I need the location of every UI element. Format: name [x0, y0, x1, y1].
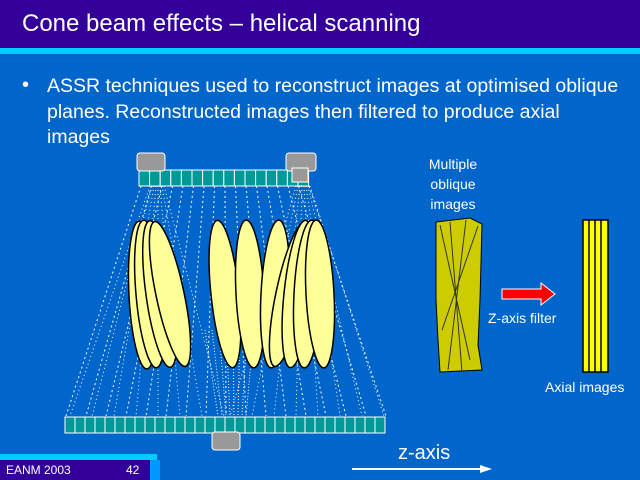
detector-cell	[364, 416, 376, 434]
ray-line	[277, 185, 327, 417]
detector-cell	[64, 416, 76, 434]
detector-cell	[114, 416, 126, 434]
z-axis-label: z-axis	[398, 442, 451, 464]
ray-line	[205, 185, 215, 417]
ray-line	[303, 185, 319, 417]
bottom-detector-array	[64, 416, 386, 434]
ray-line	[65, 185, 142, 417]
detector-cell	[164, 416, 176, 434]
x-ray-source-left	[136, 152, 166, 172]
bullet-text: ASSR techniques used to reconstruct imag…	[47, 75, 619, 148]
oblique-image-stack	[435, 217, 483, 373]
multiple-oblique-label: Multiple oblique images	[418, 154, 488, 214]
detector-cell	[194, 416, 206, 434]
detector-cell	[233, 169, 246, 187]
top-detector-array	[138, 169, 310, 187]
ray-line	[185, 185, 205, 417]
detector-cell	[149, 169, 161, 187]
x-ray-source-small	[291, 167, 309, 183]
footer-accent	[150, 460, 160, 480]
detector-cell	[184, 416, 196, 434]
detector-cell	[174, 416, 186, 434]
detector-cell	[144, 416, 156, 434]
axial-images-stack	[582, 219, 609, 373]
detector-cell	[324, 416, 336, 434]
detector-cell	[180, 169, 193, 187]
axial-images-label: Axial images	[545, 379, 625, 395]
oblique-slices	[127, 219, 336, 370]
detector-cell	[134, 416, 146, 434]
detector-cell	[154, 416, 166, 434]
detector-cell	[138, 169, 151, 187]
x-ray-source-bottom	[211, 431, 241, 451]
detector-cell	[202, 169, 214, 187]
detector-cell	[104, 416, 116, 434]
ray-line	[211, 329, 223, 417]
detector-cell	[244, 169, 257, 187]
detector-cell	[274, 416, 286, 434]
detector-cell	[264, 416, 276, 434]
z-axis-arrow	[352, 465, 492, 473]
slide-title: Cone beam effects – helical scanning	[22, 10, 421, 37]
detector-cell	[224, 416, 236, 434]
ray-line	[125, 185, 173, 417]
detector-cell	[314, 416, 326, 434]
title-bar	[0, 0, 640, 48]
detector-cell	[234, 416, 246, 434]
oblique-slice	[148, 220, 192, 368]
bullet-icon: •	[22, 74, 30, 96]
detector-cell	[284, 416, 296, 434]
detector-cell	[254, 416, 266, 434]
ray-line	[135, 185, 157, 417]
detector-cell	[159, 169, 172, 187]
footer-event: EANM 2003	[6, 463, 71, 477]
label-line: images	[430, 196, 476, 212]
detector-cell	[244, 416, 256, 434]
title-stripe	[0, 48, 640, 54]
detector-cell	[304, 416, 316, 434]
detector-cell	[294, 416, 306, 434]
detector-cell	[255, 169, 267, 187]
detector-cell	[265, 169, 278, 187]
detector-cell	[74, 416, 86, 434]
detector-cell	[223, 169, 235, 187]
detector-cell	[94, 416, 106, 434]
detector-cell	[204, 416, 216, 434]
page-number: 42	[126, 463, 140, 477]
footer: EANM 2003 42	[0, 460, 150, 480]
label-line: oblique	[430, 176, 476, 192]
ray-line	[309, 185, 385, 417]
detector-cell	[334, 416, 346, 434]
detector-cell	[276, 169, 288, 187]
detector-cell	[214, 416, 226, 434]
z-axis-filter-label: Z-axis filter	[488, 310, 557, 326]
ray-line	[307, 185, 363, 417]
detector-cell	[191, 169, 204, 187]
detector-cell	[84, 416, 96, 434]
arrow-right-icon	[501, 281, 556, 307]
detector-cell	[212, 169, 225, 187]
label-line: Multiple	[428, 156, 478, 172]
detector-cell	[374, 416, 386, 434]
detector-cell	[344, 416, 356, 434]
detector-cell	[354, 416, 366, 434]
oblique-slice	[304, 219, 336, 369]
detector-cell	[124, 416, 136, 434]
ray-line	[204, 329, 219, 417]
ray-line	[159, 185, 181, 417]
ray-line	[273, 185, 301, 417]
detector-cell	[170, 169, 182, 187]
